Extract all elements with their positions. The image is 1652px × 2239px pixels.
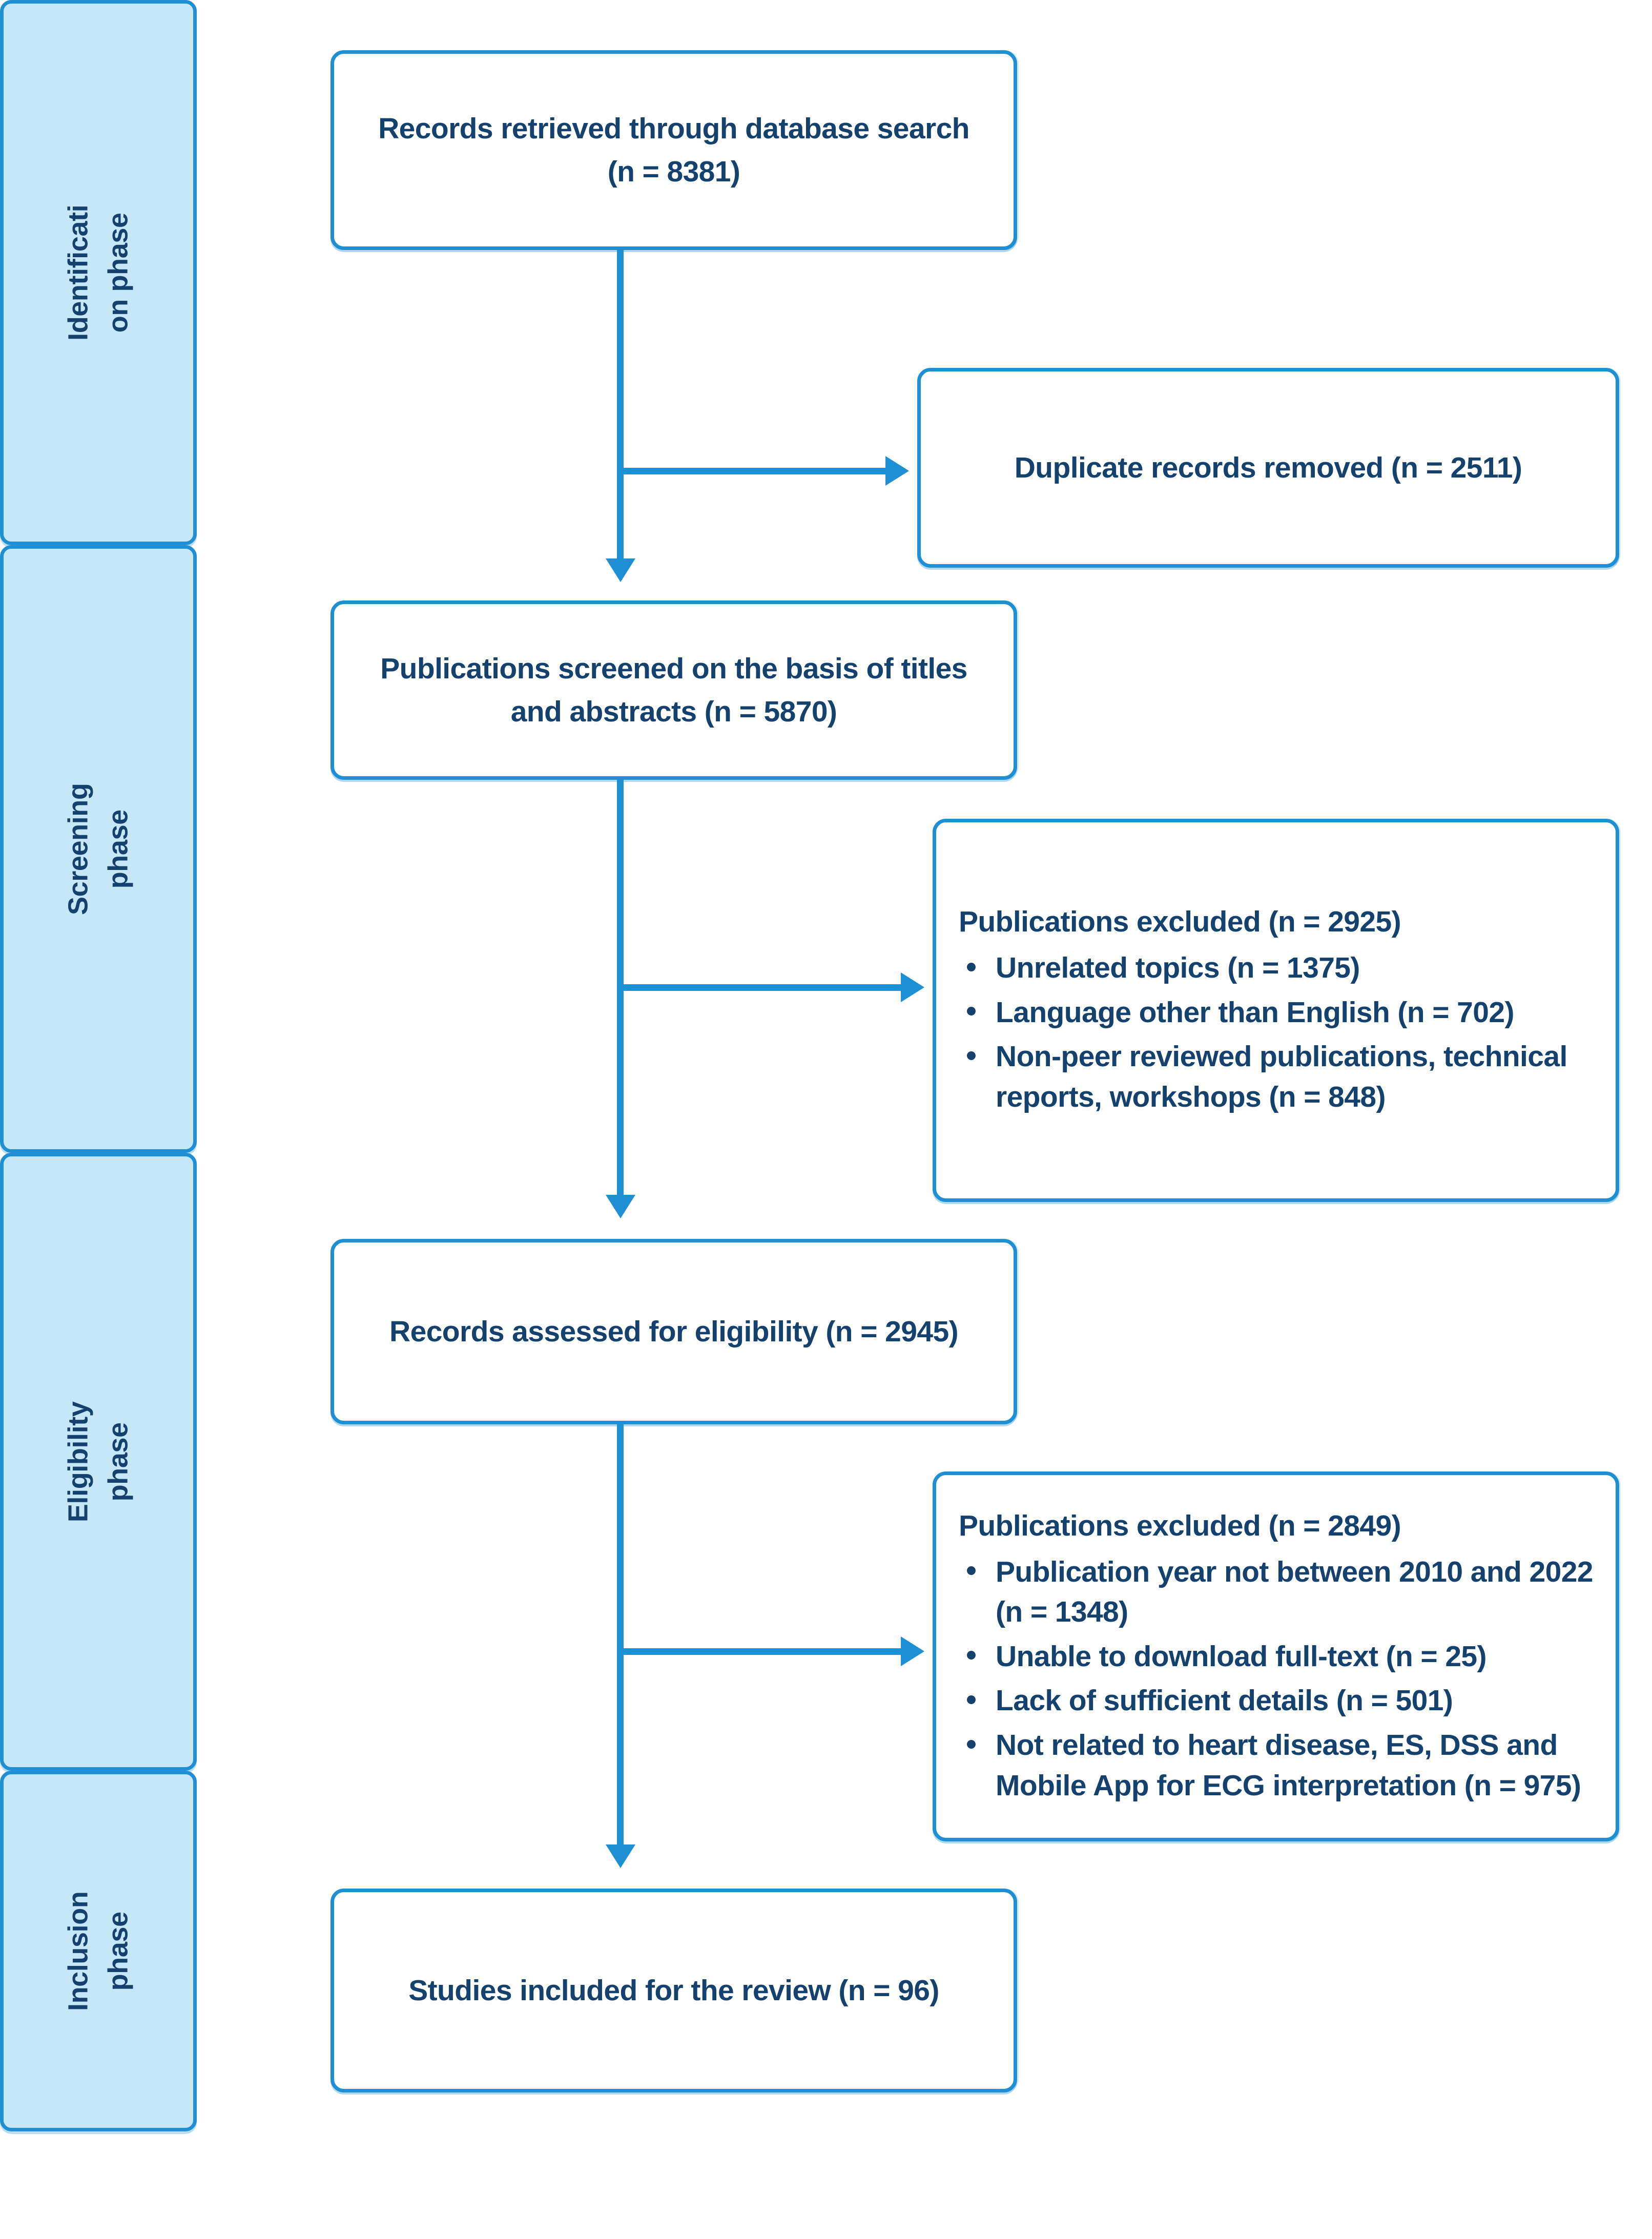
phase-label-identification: Identificati on phase [58,204,139,340]
exclusion-reason-item: Publication year not between 2010 and 20… [959,1552,1600,1632]
node-text-line1: Duplicate records removed (n = 2511) [1014,451,1522,484]
node-text-line1: Publications screened on the basis of ti… [380,652,967,685]
exclusion-header: Publications excluded (n = 2849) [959,1509,1401,1542]
phase-label-line1: Screening [63,783,94,915]
arrow-to-records-assessed [606,1195,635,1218]
connector-identification-trunk [617,249,624,562]
node-exclusion-box-screening: Publications excluded (n = 2925) Unrelat… [933,819,1619,1202]
connector-eligibility-trunk [617,1422,624,1848]
bullet-icon [967,1739,976,1749]
exclusion-reason-item: Unrelated topics (n = 1375) [959,948,1600,988]
exclusion-reason-text: Unable to download full-text (n = 25) [996,1640,1487,1673]
exclusion-header: Publications excluded (n = 2925) [959,905,1401,939]
node-exclusion-box-eligibility: Publications excluded (n = 2849) Publica… [933,1471,1619,1841]
connector-to-exclusions-eligibility [617,1648,904,1655]
node-duplicates-removed: Duplicate records removed (n = 2511) [917,368,1619,568]
exclusion-reason-text: Non-peer reviewed publications, technica… [996,1040,1567,1114]
phase-label-line2: phase [103,809,134,889]
phase-label-inclusion: Inclusion phase [58,1891,139,2010]
phase-rail-eligibility: Eligibility phase [0,1153,197,1771]
bullet-icon [967,1651,976,1660]
exclusion-reason-item: Lack of sufficient details (n = 501) [959,1681,1600,1721]
bullet-icon [967,1051,976,1060]
node-records-retrieved: Records retrieved through database searc… [331,50,1017,250]
exclusion-reason-text: Lack of sufficient details (n = 501) [996,1684,1453,1717]
exclusion-reason-text: Publication year not between 2010 and 20… [996,1555,1594,1629]
phase-label-line2: phase [103,1422,134,1502]
node-publications-screened-text: Publications screened on the basis of ti… [380,647,967,734]
node-duplicates-removed-text: Duplicate records removed (n = 2511) [1015,446,1522,489]
arrow-to-publications-screened [606,558,635,582]
node-text-line1: Studies included for the review (n = 96) [408,1974,939,2007]
phase-label-eligibility: Eligibility phase [58,1401,139,1522]
exclusion-reason-item: Non-peer reviewed publications, technica… [959,1036,1600,1117]
exclusion-reason-text: Unrelated topics (n = 1375) [996,951,1360,985]
node-records-assessed: Records assessed for eligibility (n = 29… [331,1239,1017,1424]
arrow-to-studies-included [606,1844,635,1868]
phase-label-line1: Eligibility [63,1401,94,1522]
connector-to-exclusions-screening [617,984,904,991]
exclusion-reason-list: Publication year not between 2010 and 20… [959,1548,1600,1806]
node-text-line1: Records assessed for eligibility (n = 29… [389,1315,959,1348]
arrow-to-duplicates-removed [885,456,909,486]
arrow-to-exclusion-box-1 [901,972,924,1002]
arrow-to-exclusion-box-2 [901,1636,924,1666]
exclusion-reason-item: Language other than English (n = 702) [959,992,1600,1033]
phase-rail-inclusion: Inclusion phase [0,1771,197,2131]
phase-rail-identification: Identificati on phase [0,0,197,545]
node-publications-screened: Publications screened on the basis of ti… [331,600,1017,780]
exclusion-reason-list: Unrelated topics (n = 1375) Language oth… [959,944,1600,1117]
node-text-line2: and abstracts (n = 5870) [510,695,837,728]
exclusion-reason-text: Not related to heart disease, ES, DSS an… [996,1729,1581,1802]
node-records-retrieved-text: Records retrieved through database searc… [378,107,969,194]
exclusion-reason-item: Not related to heart disease, ES, DSS an… [959,1725,1600,1806]
node-studies-included: Studies included for the review (n = 96) [331,1889,1017,2092]
node-text-line2: (n = 8381) [607,155,740,188]
bullet-icon [967,1566,976,1575]
connector-to-duplicates [617,468,889,474]
phase-rail-screening: Screening phase [0,545,197,1153]
node-records-assessed-text: Records assessed for eligibility (n = 29… [389,1310,959,1353]
phase-label-line2: phase [102,1911,134,1991]
phase-label-screening: Screening phase [58,783,139,915]
bullet-icon [967,1695,976,1704]
bullet-icon [967,962,976,971]
phase-label-line1: Inclusion [63,1891,94,2011]
exclusion-reason-item: Unable to download full-text (n = 25) [959,1636,1600,1677]
node-studies-included-text: Studies included for the review (n = 96) [408,1969,939,2012]
exclusion-reason-text: Language other than English (n = 702) [996,996,1514,1029]
node-text-line1: Records retrieved through database searc… [378,112,969,145]
phase-label-line2: on phase [102,213,134,333]
bullet-icon [967,1007,976,1016]
phase-label-line1: Identificati [63,204,94,341]
